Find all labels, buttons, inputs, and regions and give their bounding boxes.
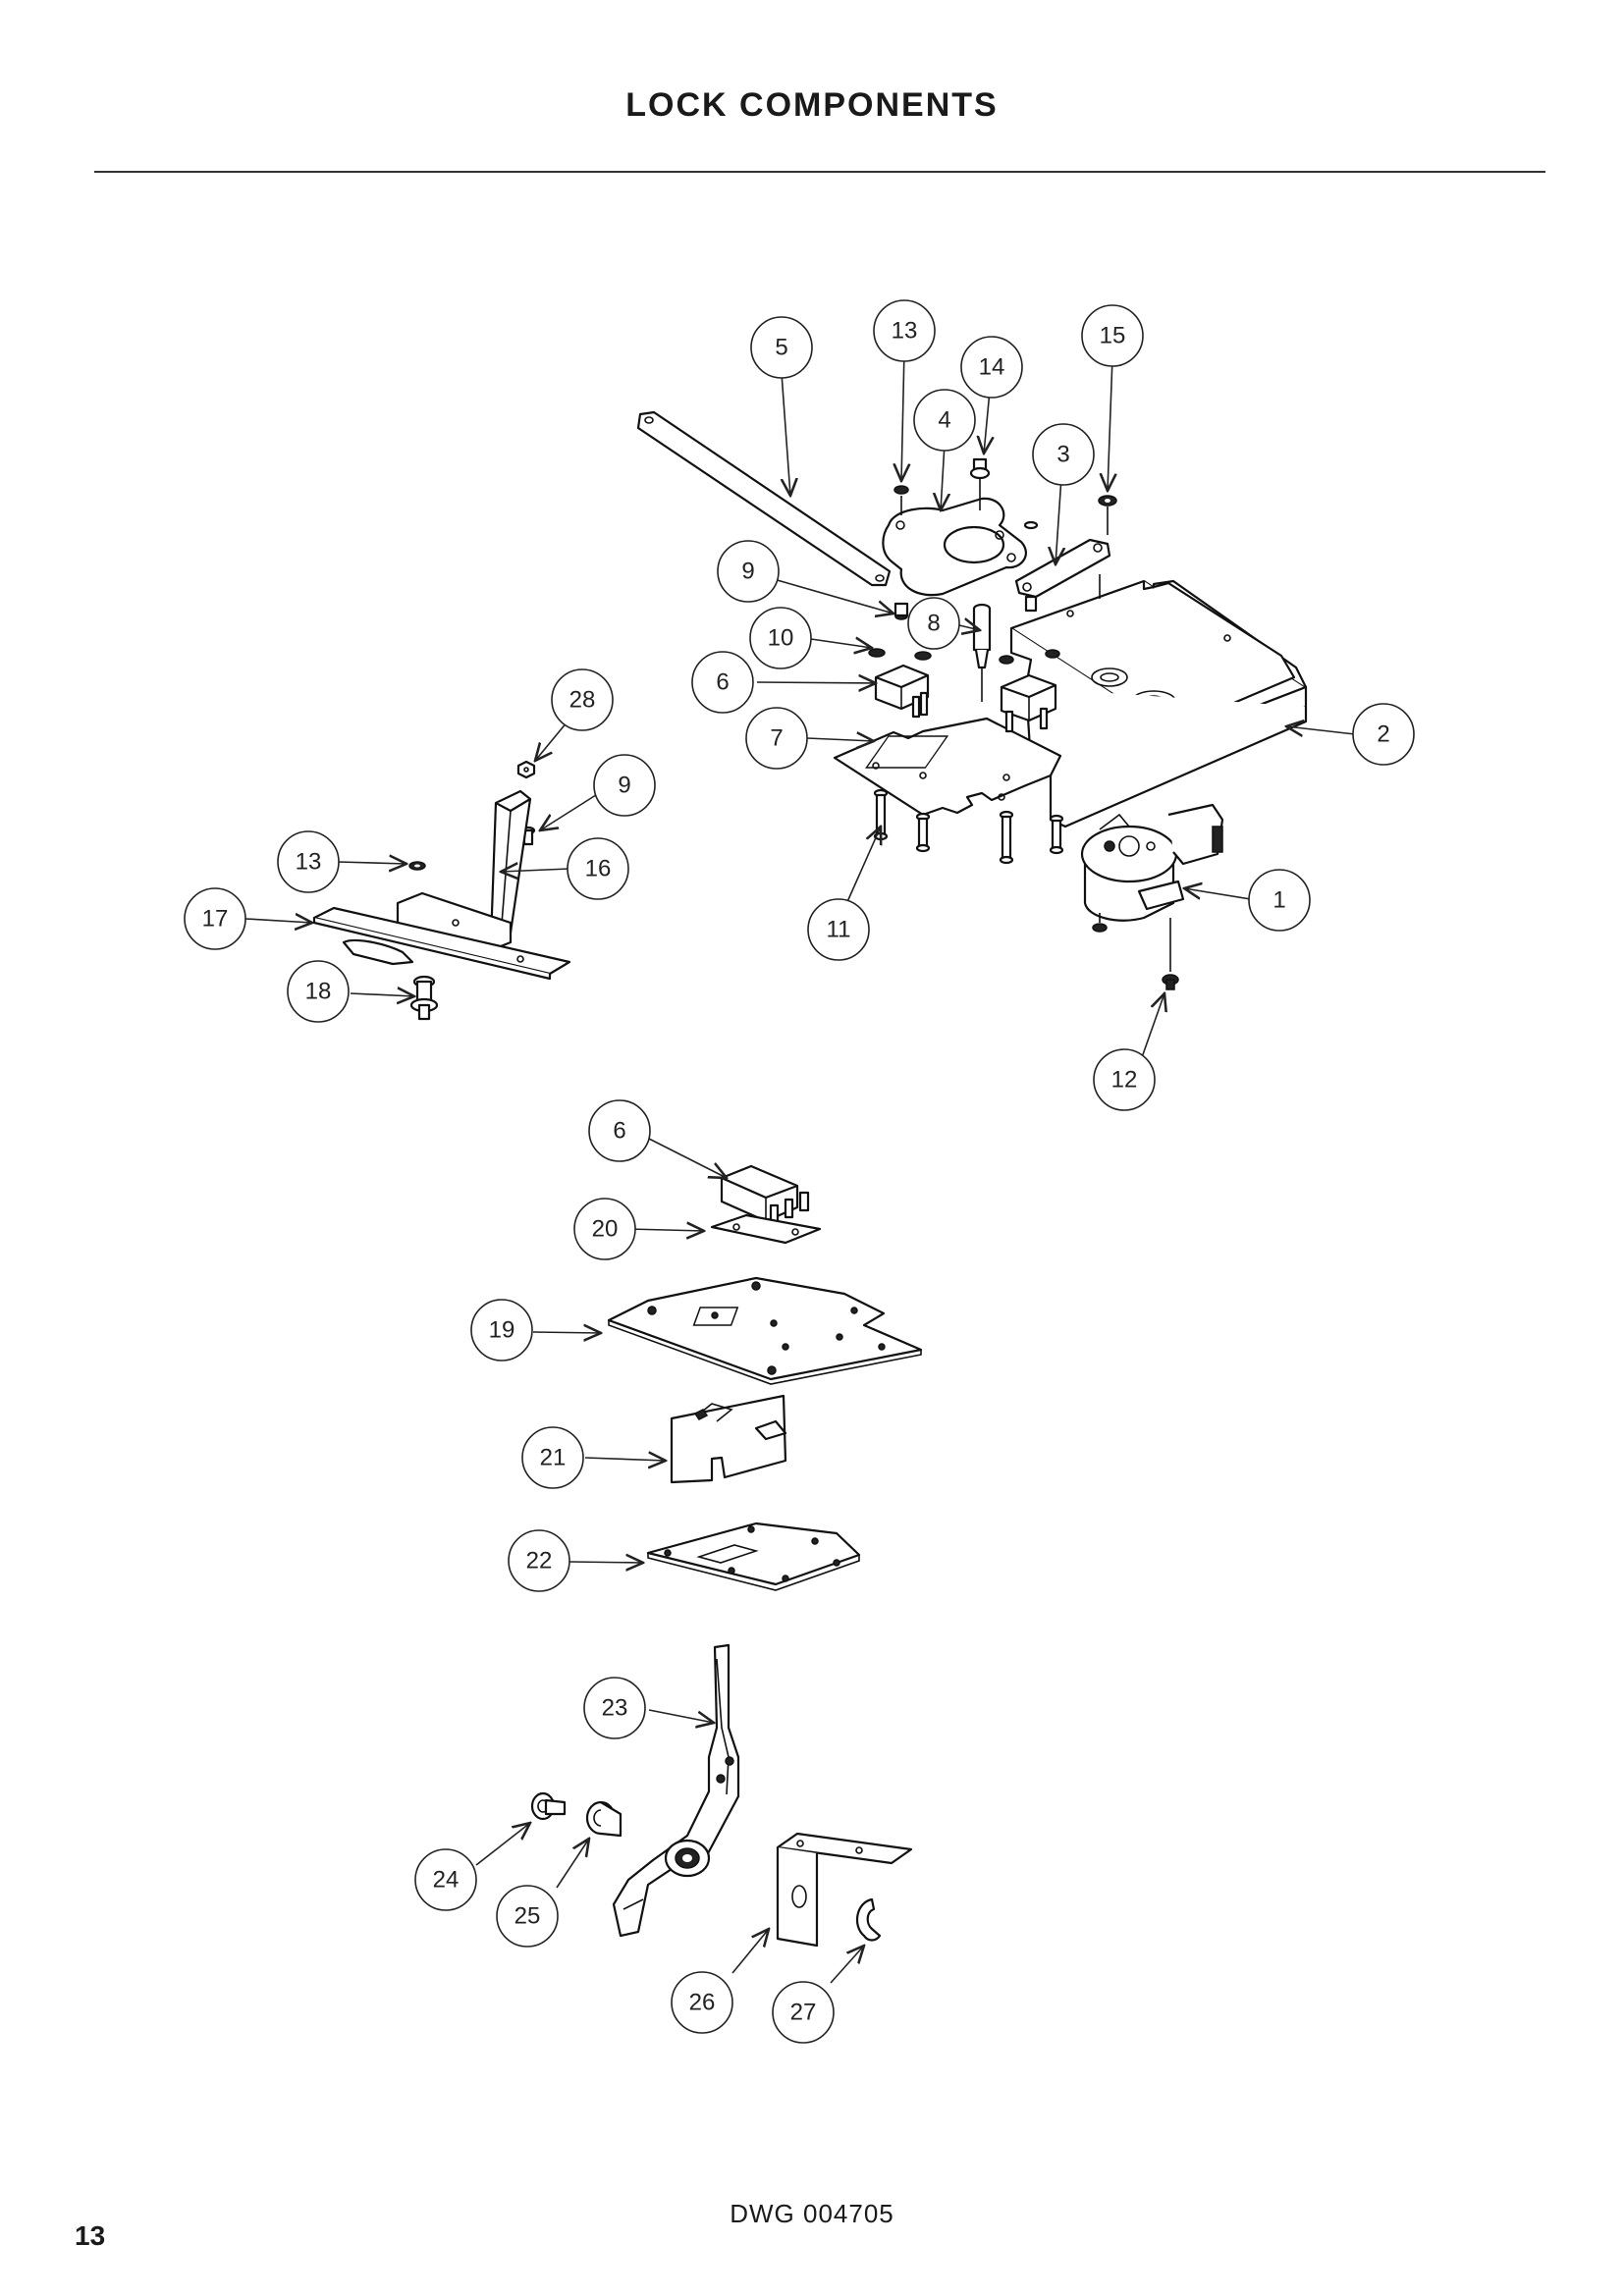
page-number: 13	[75, 2220, 106, 2251]
part-25-bushing	[585, 1800, 623, 1838]
part-27-e-clip	[855, 1897, 882, 1942]
svg-text:19: 19	[489, 1317, 515, 1344]
svg-text:7: 7	[770, 725, 783, 752]
svg-text:17: 17	[202, 906, 229, 933]
part-21-shield	[670, 1394, 787, 1484]
part-20-insulator	[710, 1213, 822, 1245]
callout-22: 22	[508, 1529, 570, 1592]
callout-18: 18	[287, 960, 350, 1023]
callout-7: 7	[745, 707, 808, 770]
part-7-base-plate	[833, 717, 1062, 817]
callout-8: 8	[907, 597, 960, 650]
svg-text:16: 16	[585, 856, 612, 882]
svg-text:3: 3	[1056, 442, 1069, 468]
svg-text:11: 11	[827, 917, 851, 943]
part-2-tray	[1009, 574, 1308, 828]
part-12-screw	[1162, 918, 1179, 990]
svg-text:6: 6	[613, 1118, 625, 1145]
part-1-motor	[1080, 803, 1224, 933]
part-8-pin	[972, 603, 992, 702]
svg-text:1: 1	[1272, 887, 1285, 914]
callout-16: 16	[567, 837, 629, 900]
svg-text:10: 10	[768, 625, 794, 652]
callout-10: 10	[749, 607, 812, 669]
svg-text:6: 6	[716, 669, 729, 696]
svg-text:2: 2	[1377, 721, 1389, 748]
title-divider	[94, 171, 1545, 173]
part-6-switch-middle	[720, 1164, 810, 1225]
part-5-link-bar	[636, 410, 892, 587]
callout-5: 5	[750, 316, 813, 379]
callout-3: 3	[1032, 423, 1095, 486]
svg-text:26: 26	[689, 1990, 716, 2016]
callout-21: 21	[521, 1426, 584, 1489]
callout-27: 27	[772, 1981, 835, 2044]
part-6-switch-right	[999, 649, 1060, 733]
leader-lines	[244, 349, 1356, 1984]
drawing-number: DWG 004705	[730, 2199, 894, 2228]
callout-9: 9	[717, 540, 780, 603]
svg-text:28: 28	[569, 687, 596, 714]
part-13-washer-left	[408, 861, 426, 871]
svg-text:12: 12	[1111, 1067, 1138, 1094]
svg-text:5: 5	[775, 335, 787, 361]
callout-4: 4	[913, 389, 976, 452]
callout-15: 15	[1081, 304, 1144, 367]
svg-text:25: 25	[514, 1903, 541, 1930]
svg-text:13: 13	[892, 318, 918, 345]
part-6-switch-left	[868, 648, 932, 719]
callout-1: 1	[1248, 869, 1311, 932]
callout-17: 17	[184, 887, 246, 950]
svg-text:4: 4	[938, 407, 950, 434]
svg-text:27: 27	[790, 2000, 817, 2026]
callout-19: 19	[470, 1299, 533, 1362]
part-19-mounting-plate	[607, 1276, 923, 1385]
svg-text:15: 15	[1100, 323, 1126, 349]
svg-text:22: 22	[526, 1548, 553, 1575]
callout-26: 26	[671, 1971, 733, 2034]
part-3-small-link	[1014, 538, 1111, 599]
part-4-cam-plate	[882, 497, 1027, 597]
svg-text:23: 23	[602, 1695, 628, 1722]
part-23-handle-lever	[612, 1643, 740, 1938]
callout-12: 12	[1093, 1048, 1156, 1111]
svg-text:20: 20	[592, 1216, 619, 1243]
svg-text:18: 18	[305, 979, 332, 1005]
callout-9: 9	[593, 754, 656, 817]
callout-28: 28	[551, 668, 614, 731]
callout-6: 6	[588, 1099, 651, 1162]
callout-20: 20	[573, 1198, 636, 1260]
svg-text:9: 9	[618, 773, 630, 799]
svg-text:24: 24	[433, 1867, 460, 1894]
svg-text:8: 8	[927, 611, 940, 637]
svg-text:9: 9	[741, 559, 754, 585]
callout-2: 2	[1352, 703, 1415, 766]
part-24-pivot-screw	[530, 1791, 567, 1821]
callout-13: 13	[277, 830, 340, 893]
svg-text:13: 13	[296, 849, 322, 876]
callout-11: 11	[807, 898, 870, 961]
callout-24: 24	[414, 1848, 477, 1911]
svg-text:14: 14	[979, 354, 1005, 381]
part-18-stud	[409, 975, 439, 1021]
part-26-bracket	[776, 1832, 913, 1948]
callout-23: 23	[583, 1677, 646, 1739]
part-28-nut	[516, 760, 536, 779]
page-title: LOCK COMPONENTS	[625, 86, 999, 124]
svg-text:21: 21	[540, 1445, 567, 1471]
callout-6: 6	[691, 651, 754, 714]
callout-14: 14	[960, 336, 1023, 399]
callout-13: 13	[873, 299, 936, 362]
part-22-gasket	[646, 1522, 861, 1591]
callout-25: 25	[496, 1885, 559, 1948]
